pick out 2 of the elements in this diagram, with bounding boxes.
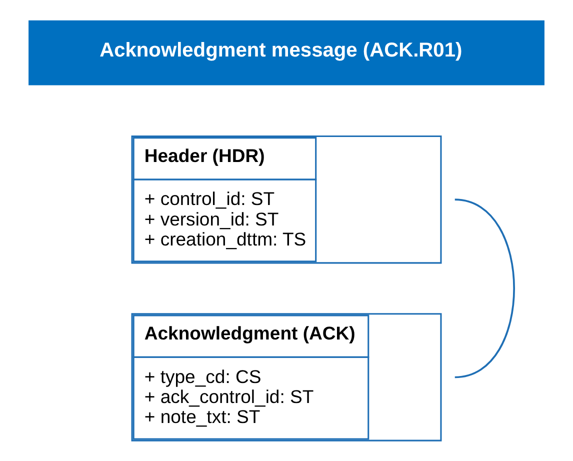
node-box: Acknowledgment message (ACK.R01) [28, 20, 544, 86]
connector [454, 198, 515, 378]
